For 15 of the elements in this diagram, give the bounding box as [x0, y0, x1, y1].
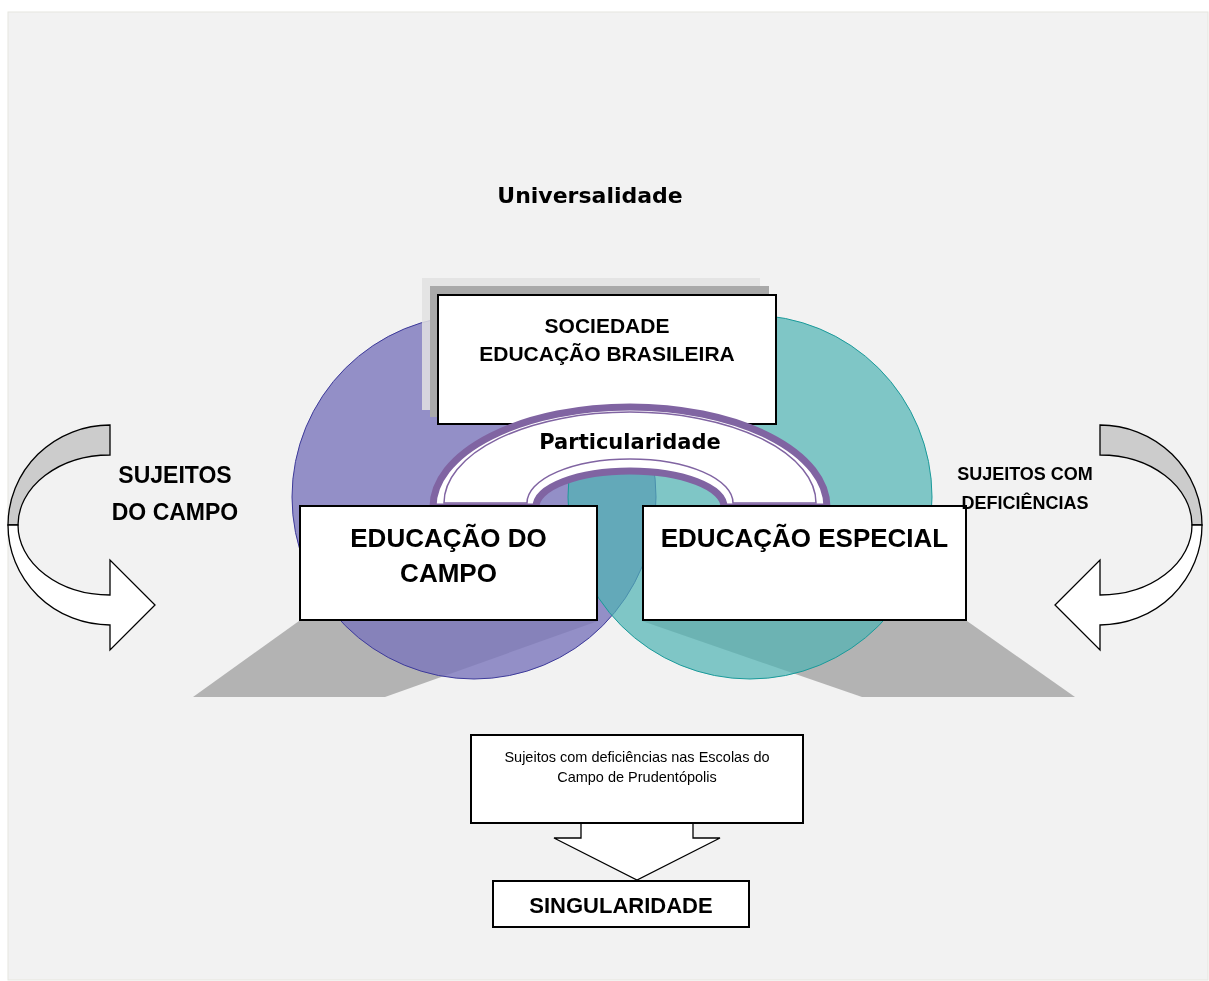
box-text: Sujeitos com deficiências nas Escolas do Campo de Prudentópolis: [503, 748, 771, 787]
text-box: [437, 294, 777, 425]
box-text: SOCIEDADE: [544, 313, 670, 339]
text-box: [470, 734, 804, 824]
text-box: [492, 880, 750, 928]
heading-text: Universalidade: [496, 182, 684, 210]
heading-text: SUJEITOS COM DEFICIÊNCIAS: [956, 463, 1094, 515]
arch-label: Particularidade: [538, 430, 722, 454]
block-arrow: [553, 823, 721, 881]
box-text: SINGULARIDADE: [529, 892, 713, 920]
box-text: EDUCAÇÃO DO CAMPO: [349, 522, 548, 591]
heading-text: SUJEITOS DO CAMPO: [110, 461, 240, 527]
box-text: EDUCAÇÃO ESPECIAL: [660, 522, 949, 555]
box-text: EDUCAÇÃO BRASILEIRA: [479, 341, 735, 368]
text-box: [299, 505, 598, 621]
